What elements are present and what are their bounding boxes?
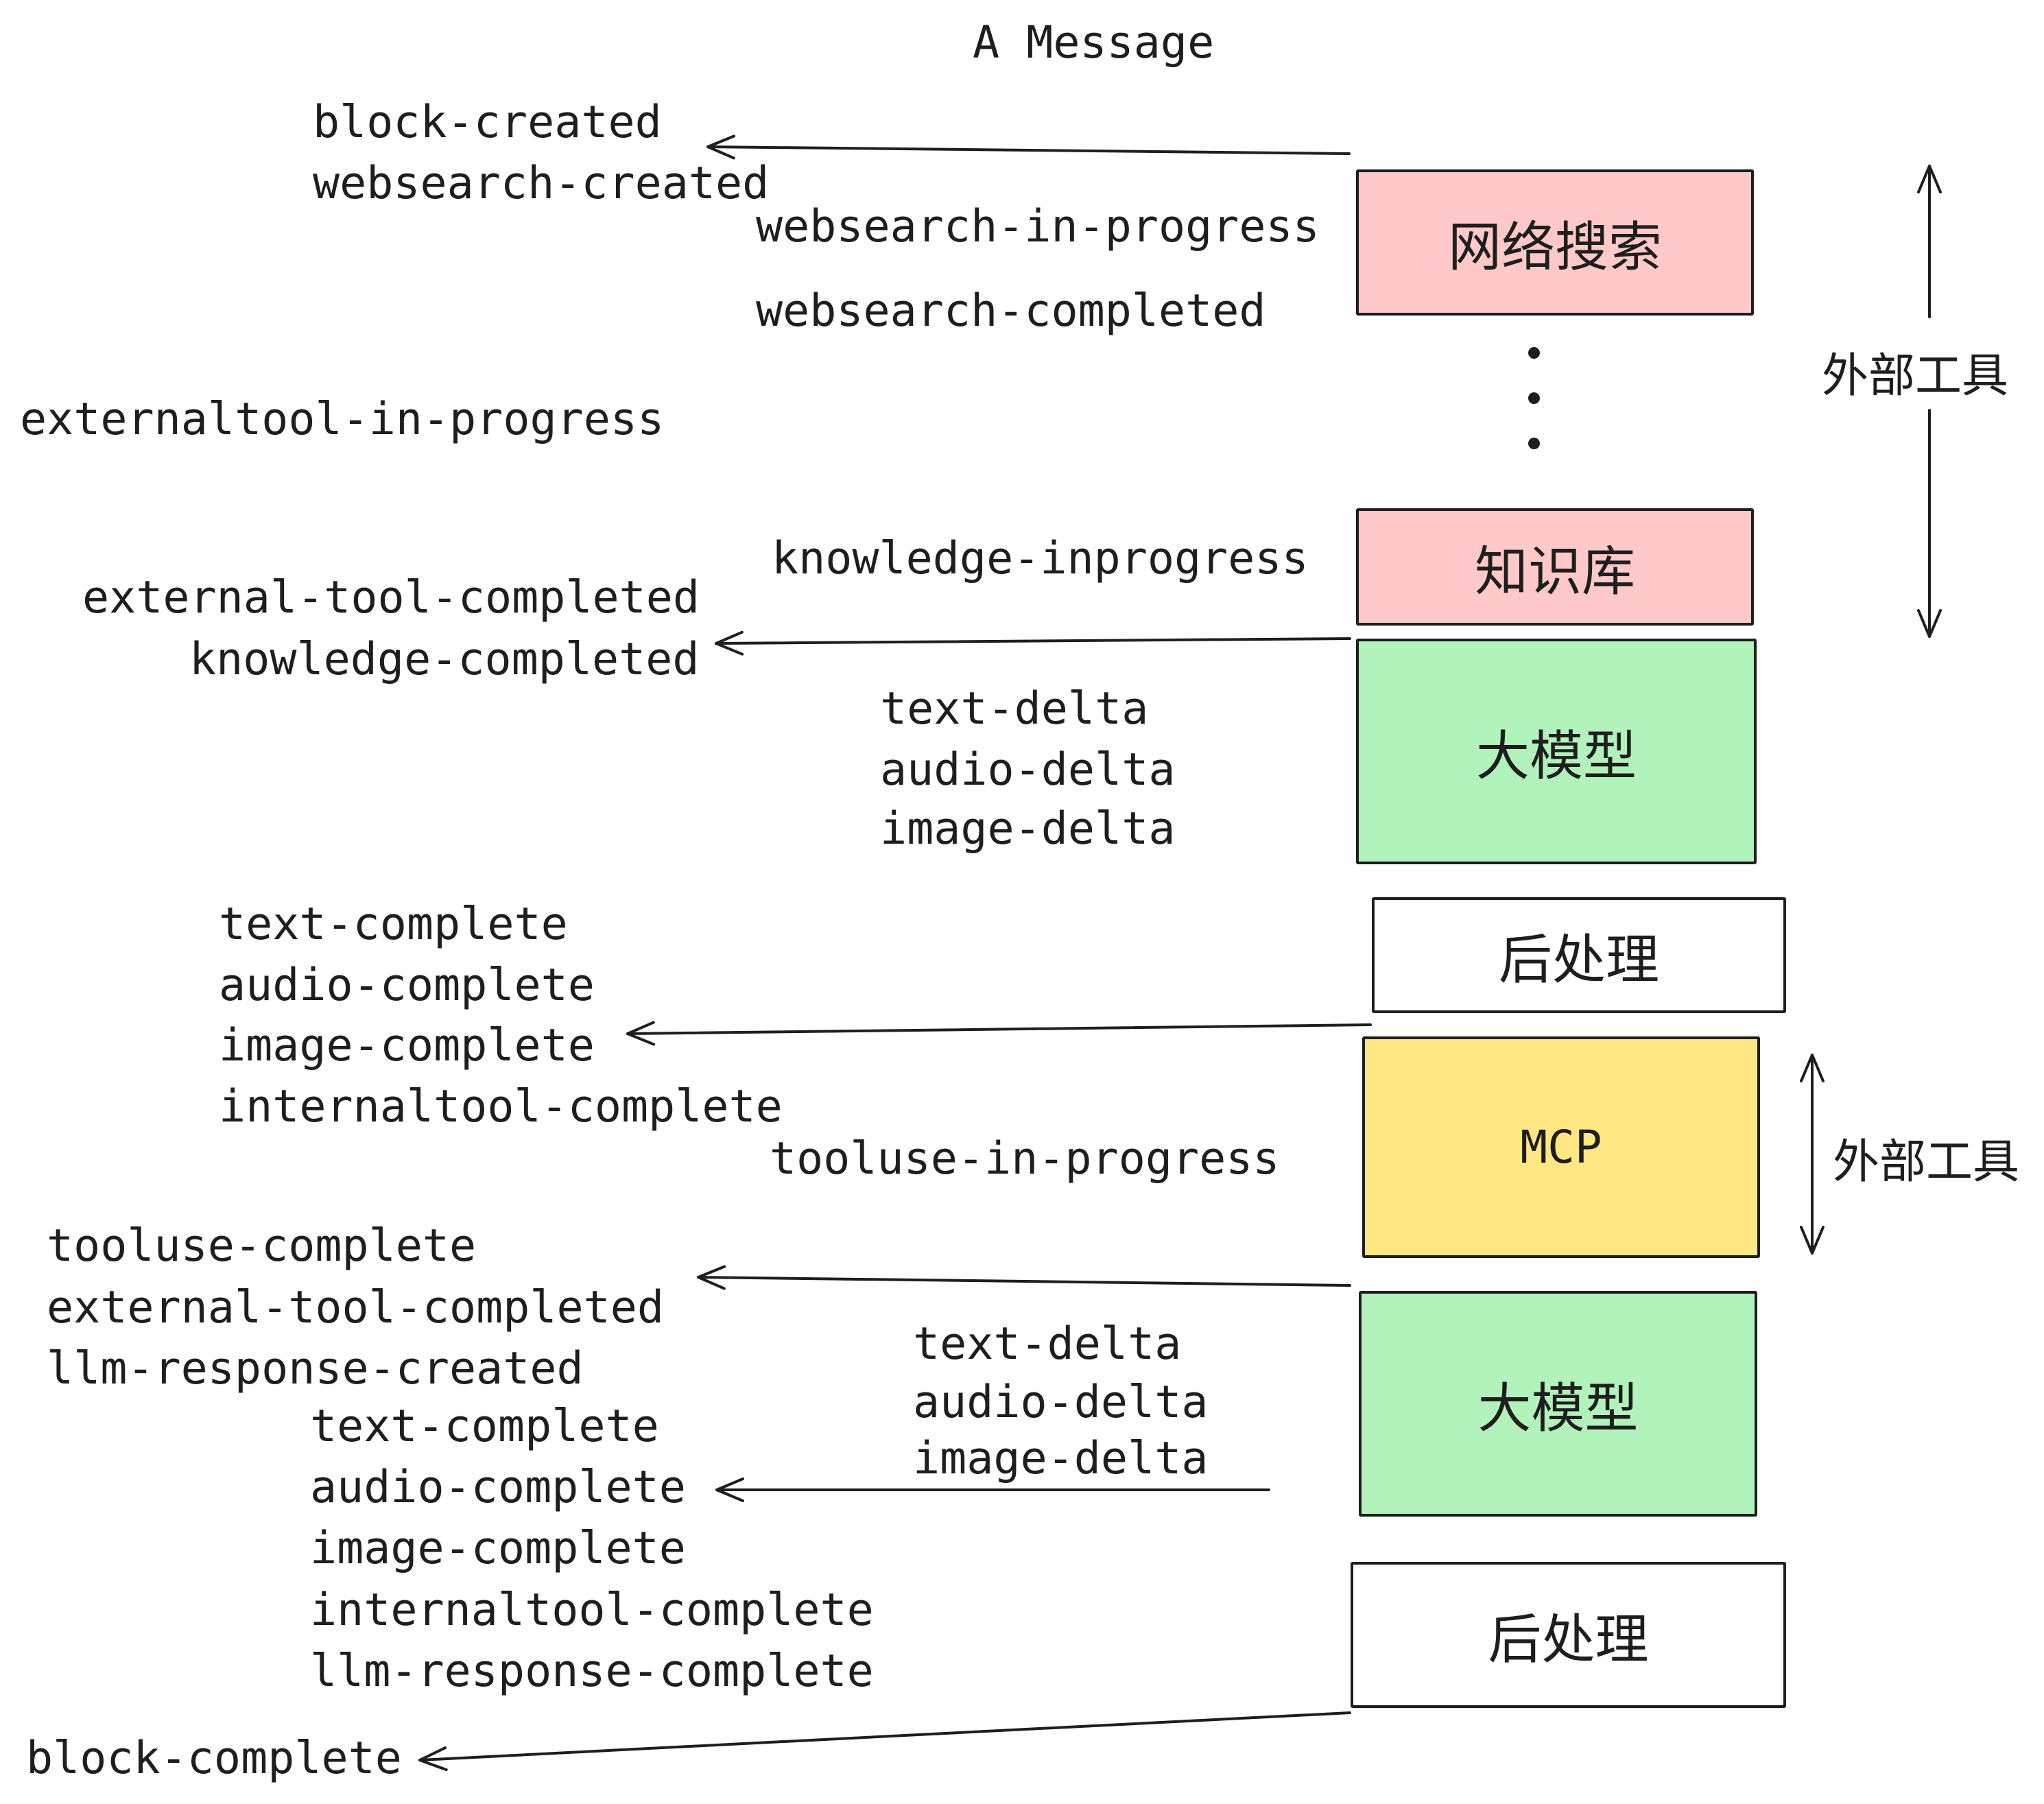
annotation-external-tool-lower: 外部工具 — [1833, 1135, 2020, 1189]
box-websearch-label: 网络搜索 — [1447, 216, 1662, 278]
dot — [1528, 438, 1540, 449]
event-audio-delta-2: audio-delta — [913, 1377, 1209, 1428]
event-tooluse-complete: tooluse-complete — [47, 1220, 477, 1272]
event-image-delta-1: image-delta — [880, 803, 1176, 855]
box-mcp: MCP — [1362, 1036, 1760, 1258]
event-image-complete-2: image-complete — [310, 1523, 686, 1574]
event-tooluse-in-progress: tooluse-in-progress — [770, 1133, 1280, 1185]
ellipsis-dots — [1528, 347, 1540, 449]
event-knowledge-completed: knowledge-completed — [189, 634, 700, 685]
event-external-tool-completed-2: external-tool-completed — [47, 1282, 665, 1333]
event-text-delta-1: text-delta — [880, 683, 1149, 735]
event-text-delta-2: text-delta — [913, 1318, 1182, 1370]
box-postprocess-1-label: 后处理 — [1498, 929, 1659, 991]
box-llm-1: 大模型 — [1356, 639, 1757, 864]
event-websearch-completed: websearch-completed — [756, 285, 1266, 337]
box-postprocess-2-label: 后处理 — [1488, 1609, 1649, 1671]
box-websearch: 网络搜索 — [1356, 169, 1754, 316]
event-externaltool-in-progress: externaltool-in-progress — [20, 394, 665, 445]
event-external-tool-completed-1: external-tool-completed — [82, 572, 700, 624]
arrow-tooluse-complete — [697, 1265, 1351, 1290]
box-knowledge: 知识库 — [1356, 508, 1754, 626]
diagram-title: A Message — [973, 17, 1215, 69]
arrow-knowledge-completed — [715, 630, 1351, 656]
dot — [1528, 347, 1540, 359]
box-llm-2: 大模型 — [1359, 1291, 1757, 1517]
box-postprocess-1: 后处理 — [1372, 897, 1786, 1013]
arrow-websearch-created — [706, 134, 1351, 160]
event-text-complete-1: text-complete — [219, 899, 568, 950]
event-text-complete-2: text-complete — [310, 1401, 659, 1452]
event-llm-response-created: llm-response-created — [47, 1343, 584, 1394]
event-block-created: block-created — [313, 97, 662, 148]
event-image-delta-2: image-delta — [913, 1433, 1209, 1484]
box-knowledge-label: 知识库 — [1474, 541, 1635, 603]
event-block-complete: block-complete — [26, 1733, 402, 1784]
event-knowledge-inprogress: knowledge-inprogress — [772, 533, 1309, 584]
arrow-internal-complete-1 — [626, 1021, 1372, 1046]
box-postprocess-2: 后处理 — [1351, 1562, 1786, 1708]
event-internaltool-complete-1: internaltool-complete — [219, 1081, 783, 1132]
event-audio-complete-1: audio-complete — [219, 960, 595, 1011]
event-audio-complete-2: audio-complete — [310, 1462, 686, 1513]
event-internaltool-complete-2: internaltool-complete — [310, 1585, 874, 1636]
dot — [1528, 392, 1540, 404]
event-llm-response-complete: llm-response-complete — [310, 1646, 874, 1697]
event-audio-delta-1: audio-delta — [880, 744, 1176, 796]
event-websearch-in-progress: websearch-in-progress — [756, 201, 1320, 252]
arrow-block-complete — [418, 1711, 1351, 1772]
event-image-complete-1: image-complete — [219, 1020, 595, 1071]
annotation-external-tool-upper: 外部工具 — [1822, 349, 2009, 403]
box-mcp-label: MCP — [1520, 1121, 1602, 1174]
box-llm-2-label: 大模型 — [1477, 1377, 1639, 1440]
box-llm-1-label: 大模型 — [1475, 725, 1637, 787]
event-websearch-created: websearch-created — [313, 158, 770, 209]
